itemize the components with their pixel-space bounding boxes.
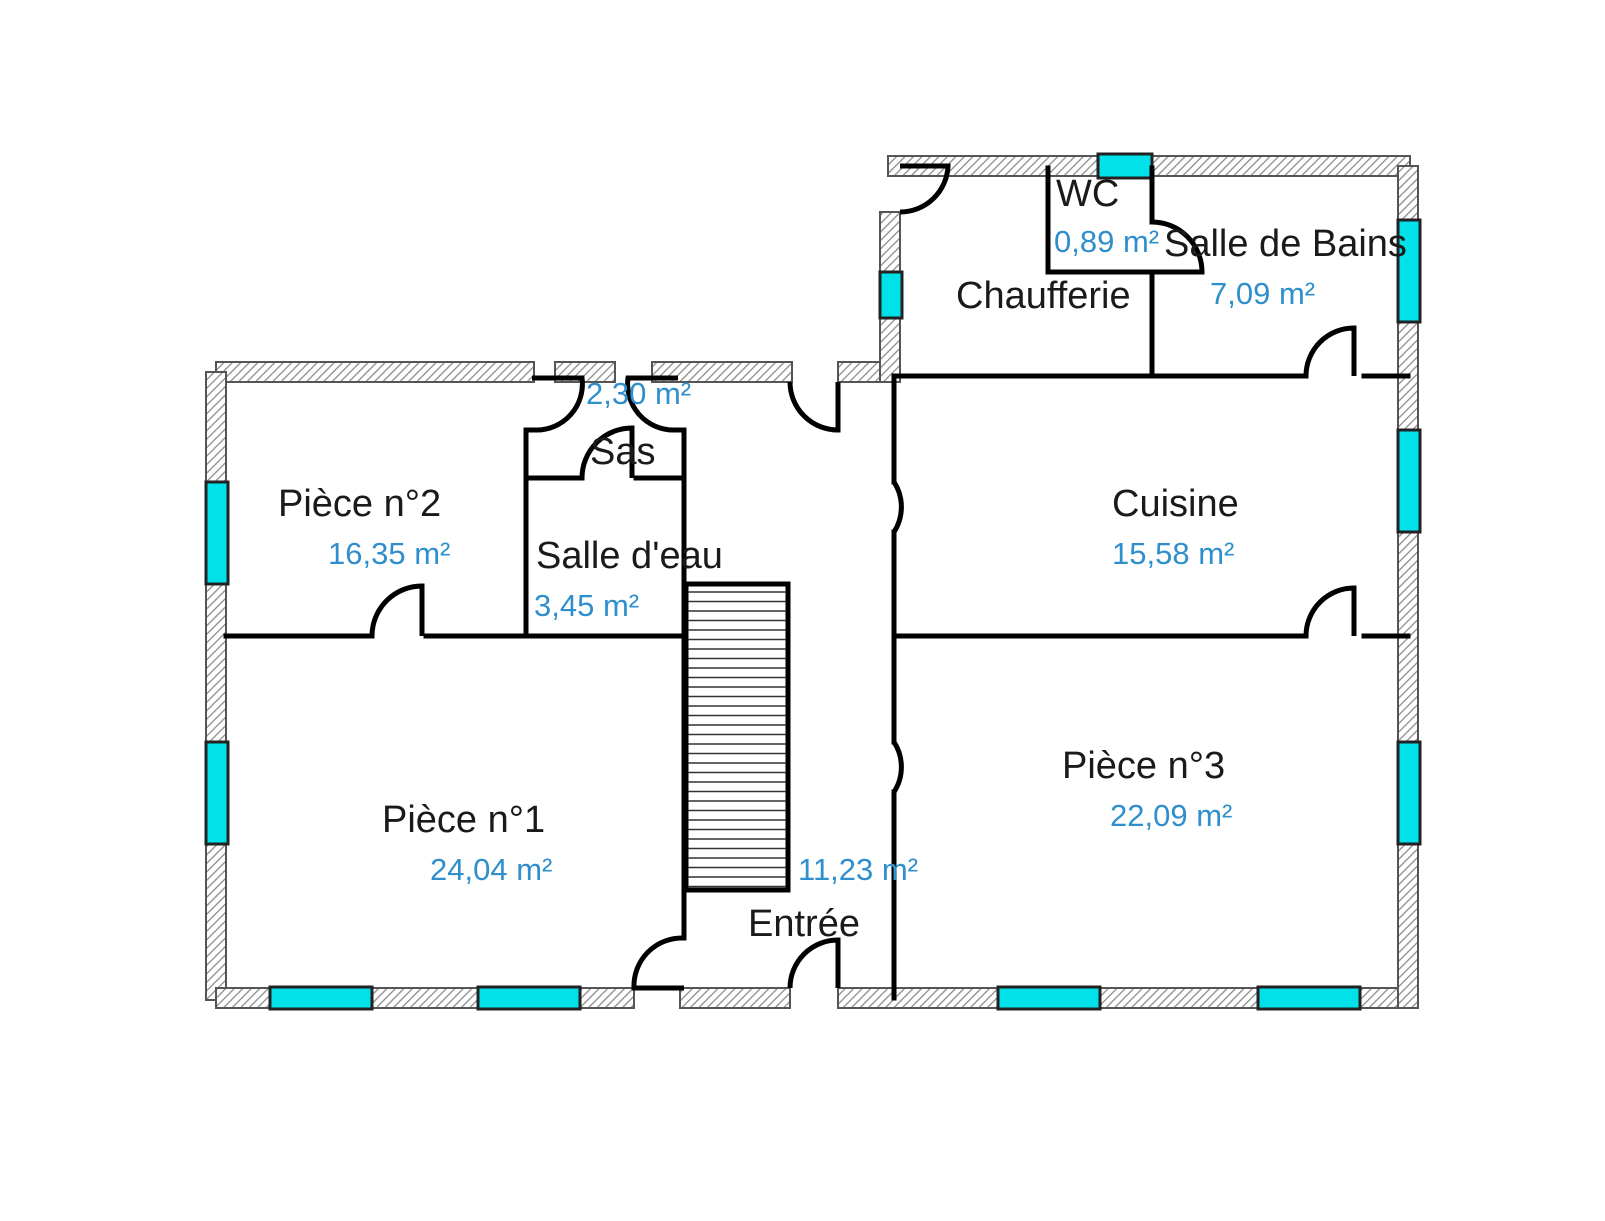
- door: [787, 381, 841, 433]
- wall-bottom-mid: [679, 987, 791, 1009]
- room-name-piece-2: Pièce n°2: [278, 483, 441, 525]
- room-area-sas: 2,30 m²: [586, 376, 691, 411]
- window: [268, 985, 374, 1011]
- window: [1396, 218, 1422, 324]
- wall-left-top-a: [215, 361, 535, 383]
- window: [878, 270, 904, 320]
- window: [1396, 740, 1422, 846]
- door: [787, 937, 841, 989]
- room-labels: WC 0,89 m² Salle de Bains 7,09 m² Chauff…: [278, 173, 1407, 945]
- door: [1303, 585, 1357, 637]
- wall-left-side: [205, 371, 227, 1001]
- windows: [204, 152, 1422, 1011]
- room-area-entree: 11,23 m²: [798, 852, 918, 887]
- window: [204, 480, 230, 586]
- room-area-piece-2: 16,35 m²: [328, 536, 450, 571]
- room-area-piece-3: 22,09 m²: [1110, 798, 1232, 833]
- staircase: [683, 581, 791, 893]
- room-name-cuisine: Cuisine: [1112, 483, 1239, 525]
- door: [625, 375, 678, 433]
- door: [891, 740, 904, 794]
- room-name-entree: Entrée: [748, 903, 860, 945]
- room-name-wc: WC: [1056, 173, 1119, 215]
- door: [1303, 325, 1357, 377]
- door: [891, 480, 904, 534]
- door: [532, 375, 585, 433]
- window: [476, 985, 582, 1011]
- window: [996, 985, 1102, 1011]
- doors: [369, 163, 1357, 991]
- room-name-piece-3: Pièce n°3: [1062, 745, 1225, 787]
- door: [899, 163, 951, 215]
- room-area-salle-deau: 3,45 m²: [534, 588, 639, 623]
- door: [579, 425, 635, 479]
- door: [1151, 219, 1205, 275]
- stair-steps: [688, 591, 786, 888]
- window: [1096, 152, 1154, 180]
- door: [369, 583, 425, 637]
- door: [631, 935, 685, 991]
- room-name-salle-de-bains: Salle de Bains: [1164, 223, 1407, 265]
- window: [204, 740, 230, 846]
- wall-left-top-c: [651, 361, 793, 383]
- room-name-chaufferie: Chaufferie: [956, 275, 1131, 317]
- wc-enclosure: [1045, 165, 1155, 275]
- window: [1256, 985, 1362, 1011]
- room-area-salle-de-bains: 7,09 m²: [1210, 276, 1315, 311]
- room-area-piece-1: 24,04 m²: [430, 852, 552, 887]
- window: [1396, 428, 1422, 534]
- room-area-wc: 0,89 m²: [1054, 224, 1159, 259]
- room-area-cuisine: 15,58 m²: [1112, 536, 1234, 571]
- room-name-salle-deau: Salle d'eau: [536, 535, 723, 577]
- room-name-piece-1: Pièce n°1: [382, 799, 545, 841]
- room-name-sas: Sas: [590, 431, 655, 473]
